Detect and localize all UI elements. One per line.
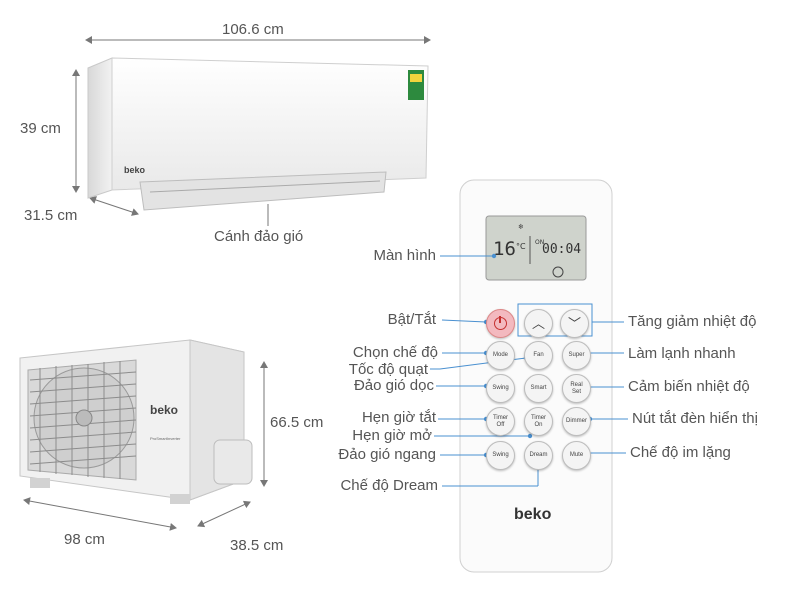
indoor-depth-label: 31.5 cm: [24, 207, 78, 224]
temp-down-button[interactable]: ﹀: [560, 309, 589, 338]
flap-label: Cánh đảo gió: [214, 228, 304, 245]
outdoor-badge: ProSmartInverter: [150, 436, 181, 441]
real-set-label-2: Set: [571, 388, 581, 395]
indoor-dimension-lines: [72, 36, 431, 216]
outdoor-unit: [19, 339, 253, 504]
dimmer-button[interactable]: Dimmer: [562, 407, 591, 436]
callout-timer-on: Hẹn giờ mở: [352, 427, 432, 444]
chevron-up-icon: ︿: [531, 316, 545, 331]
real-set-label-1: Real: [570, 381, 583, 388]
temp-up-button[interactable]: ︿: [524, 309, 553, 338]
timer-on-label-1: Timer: [530, 414, 547, 421]
indoor-width-label: 106.6 cm: [222, 21, 284, 38]
swing-horizontal-label: Swing: [492, 452, 509, 458]
swing-vertical-button[interactable]: Swing: [486, 374, 515, 403]
callout-screen: Màn hình: [373, 247, 436, 264]
mute-button[interactable]: Mute: [562, 441, 591, 470]
callout-dimmer: Nút tắt đèn hiển thị: [632, 410, 758, 427]
svg-text:❄: ❄: [518, 223, 524, 231]
fan-label: Fan: [533, 352, 544, 358]
display-timer: 00:04: [542, 242, 582, 257]
swing-vertical-label: Swing: [492, 385, 509, 391]
outdoor-dimension-lines: [23, 361, 268, 531]
dream-label: Dream: [529, 452, 548, 458]
outdoor-width-label: 98 cm: [64, 531, 105, 548]
callout-mute: Chế độ im lặng: [630, 444, 731, 461]
smart-label: Smart: [530, 385, 547, 391]
chevron-down-icon: ﹀: [567, 316, 581, 331]
smart-button[interactable]: Smart: [524, 374, 553, 403]
timer-off-label-2: Off: [496, 421, 505, 428]
swing-horizontal-button[interactable]: Swing: [486, 441, 515, 470]
super-label: Super: [568, 352, 585, 358]
outdoor-height-label: 66.5 cm: [270, 414, 324, 431]
right-callout-lines: [588, 321, 628, 454]
timer-on-label-2: On: [534, 421, 543, 428]
mute-label: Mute: [569, 452, 584, 458]
callout-swing-vertical: Đảo gió dọc: [353, 377, 434, 394]
callout-timer-off: Hẹn giờ tắt: [361, 409, 436, 426]
super-button[interactable]: Super: [562, 341, 591, 370]
timer-off-label-1: Timer: [492, 414, 509, 421]
fan-button[interactable]: Fan: [524, 341, 553, 370]
mode-button[interactable]: Mode: [486, 341, 515, 370]
outdoor-depth-label: 38.5 cm: [230, 537, 284, 554]
real-set-button[interactable]: Real Set: [562, 374, 591, 403]
dream-button[interactable]: Dream: [524, 441, 553, 470]
dimmer-label: Dimmer: [566, 418, 587, 424]
power-button[interactable]: [486, 309, 515, 338]
outdoor-brand-logo: beko: [150, 403, 178, 417]
display-temp: 16: [493, 238, 516, 260]
callout-swing-horizontal: Đảo gió ngang: [338, 446, 436, 463]
callout-power: Bật/Tắt: [387, 311, 436, 328]
callout-mode: Chọn chế độ: [352, 344, 438, 361]
callout-fan: Tốc độ quạt: [348, 361, 428, 378]
timer-on-button[interactable]: Timer On: [524, 407, 553, 436]
callout-temp-updown: Tăng giảm nhiệt độ: [628, 313, 757, 330]
callout-sensor: Cảm biến nhiệt độ: [628, 378, 750, 395]
indoor-unit: [87, 57, 429, 226]
mode-label: Mode: [492, 352, 508, 358]
power-icon: [494, 316, 507, 330]
indoor-height-label: 39 cm: [20, 120, 61, 137]
display-temp-unit: °C: [516, 242, 526, 251]
callout-super: Làm lạnh nhanh: [628, 345, 736, 362]
indoor-brand-logo: beko: [124, 165, 146, 175]
timer-off-button[interactable]: Timer Off: [486, 407, 515, 436]
remote-display: [485, 215, 587, 281]
remote-brand-logo: beko: [514, 506, 552, 523]
display-timer-on: ON: [535, 239, 545, 246]
callout-dream: Chế độ Dream: [340, 477, 438, 494]
